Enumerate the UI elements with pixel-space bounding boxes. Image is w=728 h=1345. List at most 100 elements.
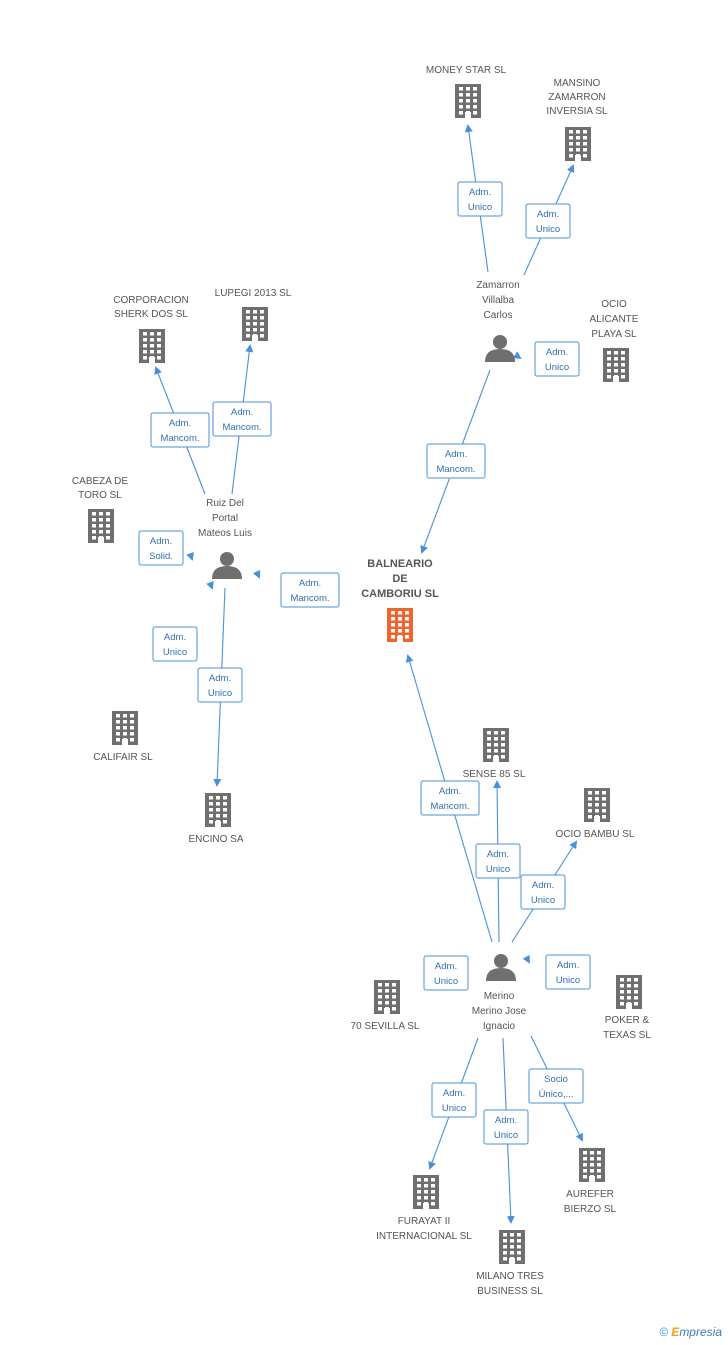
company-ocio-bambu-label[interactable]: OCIO BAMBU SL (556, 829, 635, 840)
relation-box (423, 955, 469, 991)
relation-box (545, 954, 591, 990)
relation-box (483, 1109, 529, 1145)
label-line: BALNEARIO (367, 558, 433, 570)
relation-zam-center[interactable]: Adm.Mancom. (426, 443, 486, 479)
relation-line: Mancom. (290, 593, 329, 604)
label-line: TEXAS SL (603, 1030, 651, 1041)
company-califair-label[interactable]: CALIFAIR SL (93, 752, 153, 763)
company-sevilla70-label[interactable]: 70 SEVILLA SL (351, 1021, 420, 1032)
relation-line: Adm. (299, 578, 321, 589)
company-milano-icon (499, 1230, 525, 1264)
company-poker-label[interactable]: POKER & TEXAS SL (603, 1015, 651, 1041)
company-money-star-label[interactable]: MONEY STAR SL (426, 65, 507, 76)
company-ocio-bambu-icon (584, 788, 610, 822)
relation-zam-money[interactable]: Adm. Unico (457, 181, 503, 217)
label-line: OCIO BAMBU SL (556, 829, 635, 840)
company-money-star-icon (455, 84, 481, 118)
relation-line: Adm. (150, 536, 172, 547)
relation-mer-furayat[interactable]: Adm. Unico (431, 1082, 477, 1118)
relation-line: Unico (468, 202, 492, 213)
label-line: MILANO TRES (476, 1271, 544, 1282)
label-line: Villalba (482, 295, 514, 306)
relation-ruiz-corp[interactable]: Adm.Mancom. (150, 412, 210, 448)
relation-zam-mansino[interactable]: Adm.Unico (525, 203, 571, 239)
relation-ruiz-encino[interactable]: Adm.Unico (197, 667, 243, 703)
relation-line: Adm. (435, 961, 457, 972)
label-line: DE (392, 573, 407, 585)
relation-ruiz-califair[interactable]: Adm.Unico (152, 626, 198, 662)
center-company-label[interactable]: BALNEARIO DE CAMBORIU SL (361, 558, 439, 600)
relation-mer-bambu[interactable]: Adm.Unico (520, 874, 566, 910)
relation-box (280, 572, 340, 608)
relation-line: Adm. (469, 187, 491, 198)
company-sense85-label[interactable]: SENSE 85 SL (463, 769, 526, 780)
relation-ruiz-cabeza[interactable]: Adm.Solid. (138, 530, 184, 566)
relation-box (420, 780, 480, 816)
label-line: POKER & (605, 1015, 650, 1026)
relation-label: Adm. Unico (442, 1088, 466, 1114)
person-merino-icon (486, 954, 516, 981)
label-line: Portal (212, 513, 238, 524)
relation-ruiz-center[interactable]: Adm. Mancom. (280, 572, 340, 608)
relation-line: Unico (531, 895, 555, 906)
footer-brand: ©Empresia (659, 1325, 722, 1339)
relation-line: Unico (434, 976, 458, 987)
company-encino-label[interactable]: ENCINO SA (188, 834, 243, 845)
relation-line: Adm. (231, 407, 253, 418)
company-mansino-icon (565, 127, 591, 161)
relation-line: Unico (442, 1103, 466, 1114)
label-line: Merino Jose (472, 1006, 527, 1017)
relation-line: Unico (208, 688, 232, 699)
label-line: CAMBORIU SL (361, 588, 439, 600)
relation-line: Adm. (443, 1088, 465, 1099)
relation-box (426, 443, 486, 479)
relation-line: Mancom. (222, 422, 261, 433)
relation-box (138, 530, 184, 566)
label-line: LUPEGI 2013 SL (215, 288, 292, 299)
relation-zam-ocio[interactable]: Adm.Unico (534, 341, 580, 377)
label-line: MONEY STAR SL (426, 65, 507, 76)
label-line: Carlos (484, 310, 513, 321)
relation-box (528, 1068, 584, 1104)
relation-label: Adm.Unico (208, 673, 232, 699)
relation-mer-sevilla[interactable]: Adm. Unico (423, 955, 469, 991)
relation-line: Mancom. (160, 433, 199, 444)
relation-label: Adm. Unico (434, 961, 458, 987)
relation-label: Adm.Unico (556, 960, 580, 986)
label-line: SHERK DOS SL (114, 309, 188, 320)
company-aurefer-label[interactable]: AUREFER BIERZO SL (564, 1189, 617, 1215)
relation-line: Unico (494, 1130, 518, 1141)
brand-logo-text: mpresia (679, 1325, 722, 1339)
relation-mer-center[interactable]: Adm.Mancom. (420, 780, 480, 816)
person-zamarron-icon (485, 335, 515, 362)
label-line: TORO SL (78, 490, 122, 501)
relation-mer-sense[interactable]: Adm.Unico (475, 843, 521, 879)
company-lupegi-label[interactable]: LUPEGI 2013 SL (215, 288, 292, 299)
relation-ruiz-lupegi[interactable]: Adm. Mancom. (212, 401, 272, 437)
relation-label: Adm. Unico (468, 187, 492, 213)
relation-label: Adm.Mancom. (430, 786, 469, 812)
label-line: 70 SEVILLA SL (351, 1021, 420, 1032)
label-line: PLAYA SL (591, 329, 637, 340)
relation-box (197, 667, 243, 703)
relation-line: Adm. (495, 1115, 517, 1126)
relation-line: Adm. (439, 786, 461, 797)
relation-label: Adm. Mancom. (222, 407, 261, 433)
label-line: BIERZO SL (564, 1204, 617, 1215)
relation-mer-poker[interactable]: Adm.Unico (545, 954, 591, 990)
label-line: Ignacio (483, 1021, 516, 1032)
label-line: CALIFAIR SL (93, 752, 153, 763)
relation-mer-milano[interactable]: Adm. Unico (483, 1109, 529, 1145)
label-line: AUREFER (566, 1189, 614, 1200)
relation-box (520, 874, 566, 910)
